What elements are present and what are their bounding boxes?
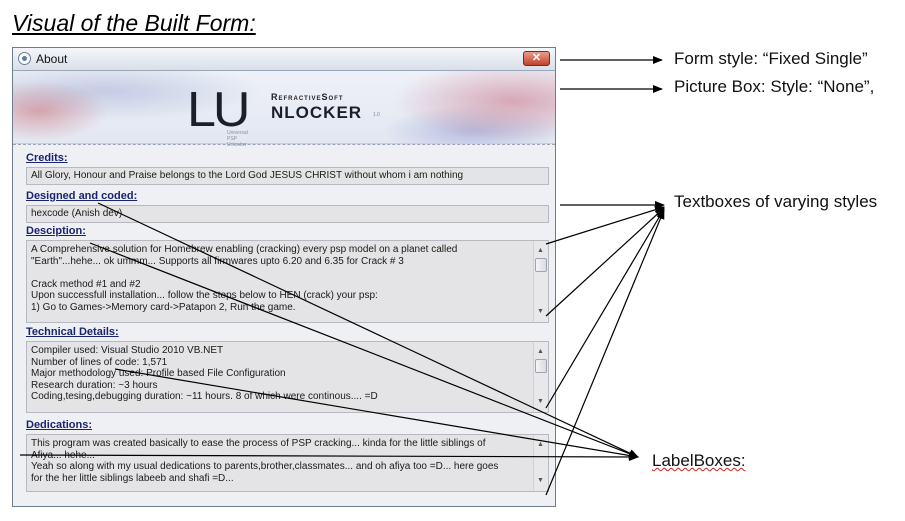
- scroll-up-icon[interactable]: ▲: [537, 247, 544, 254]
- scroll-down-icon[interactable]: ▼: [537, 398, 544, 406]
- description-label: Desciption:: [26, 225, 86, 237]
- text-line: [31, 267, 526, 279]
- arrow-textbox: [545, 208, 665, 409]
- logo-version: 1.0: [373, 112, 380, 118]
- text-line: for the her little siblings labeeb and s…: [31, 472, 234, 484]
- text-line: Coding,tesing,debugging duration: ~11 ho…: [31, 391, 378, 403]
- vertical-scrollbar[interactable]: ▲ ▼: [533, 241, 548, 322]
- arrow-textbox: [545, 209, 665, 496]
- annotation-form-style: Form style: “Fixed Single”: [674, 49, 868, 68]
- vertical-scrollbar[interactable]: ▲ ▼: [533, 342, 548, 412]
- logo-brand: RefractiveSoft: [271, 92, 344, 102]
- app-icon: [18, 52, 31, 65]
- banner-divider: [13, 144, 555, 145]
- scroll-down-icon[interactable]: ▼: [537, 308, 544, 316]
- window-title: About: [36, 52, 68, 66]
- scroll-thumb[interactable]: [535, 359, 547, 373]
- text-line: "Earth"...hehe... ok ummm... Supports al…: [31, 255, 404, 267]
- text-line: Upon successfull installation... follow …: [31, 290, 378, 302]
- description-textbox[interactable]: A Comprehensive solution for Homebrew en…: [26, 240, 549, 323]
- arrow-textbox: [545, 207, 665, 317]
- annotation-labelboxes: LabelBoxes:: [652, 451, 746, 470]
- technical-label: Technical Details:: [26, 326, 119, 338]
- designed-label: Designed and coded:: [26, 190, 138, 202]
- page-heading: Visual of the Built Form:: [12, 10, 256, 36]
- text-line: Research duration: ~3 hours: [31, 379, 158, 391]
- title-bar[interactable]: About ✕: [13, 48, 555, 71]
- text-line: 1) Go to Games->Memory card->Patapon 2, …: [31, 301, 296, 313]
- dedications-textbox[interactable]: This program was created basically to ea…: [26, 434, 549, 492]
- scroll-down-icon[interactable]: ▼: [537, 477, 544, 485]
- credits-textbox[interactable]: All Glory, Honour and Praise belongs to …: [26, 167, 549, 185]
- about-window: About ✕ LU RefractiveSoft NLOCKER 1.0 Un…: [12, 47, 556, 507]
- designed-textbox[interactable]: hexcode (Anish dev): [26, 205, 549, 223]
- scroll-thumb[interactable]: [535, 258, 547, 272]
- arrow-textbox: [545, 205, 665, 245]
- annotation-textboxes: Textboxes of varying styles: [674, 192, 878, 211]
- dedications-label: Dedications:: [26, 419, 93, 431]
- text-line: Yeah so along with my usual dedications …: [31, 461, 499, 473]
- vertical-scrollbar[interactable]: ▲ ▼: [533, 435, 548, 491]
- logo-lu: LU: [187, 82, 251, 138]
- text-line: A Comprehensive solution for Homebrew en…: [31, 244, 458, 255]
- text-line: Compiler used: Visual Studio 2010 VB.NET: [31, 345, 224, 356]
- technical-textbox[interactable]: Compiler used: Visual Studio 2010 VB.NET…: [26, 341, 549, 413]
- text-line: Major methodology used: Profile based Fi…: [31, 368, 286, 380]
- annotation-picture-box: Picture Box: Style: “None”,: [674, 77, 875, 96]
- text-line: Crack method #1 and #2: [31, 278, 141, 290]
- logo-word: NLOCKER: [271, 103, 363, 122]
- text-line: Number of lines of code: 1,571: [31, 356, 168, 368]
- text-line: Afiya... hehe...: [31, 449, 95, 461]
- logo-subtitle: Universal PSP Unlocker: [227, 130, 248, 148]
- credits-label: Credits:: [26, 152, 68, 164]
- picture-box-banner: LU RefractiveSoft NLOCKER 1.0 Universal …: [13, 71, 555, 148]
- scroll-up-icon[interactable]: ▲: [537, 441, 544, 448]
- close-button[interactable]: ✕: [523, 51, 550, 66]
- text-line: This program was created basically to ea…: [31, 438, 486, 449]
- scroll-up-icon[interactable]: ▲: [537, 348, 544, 355]
